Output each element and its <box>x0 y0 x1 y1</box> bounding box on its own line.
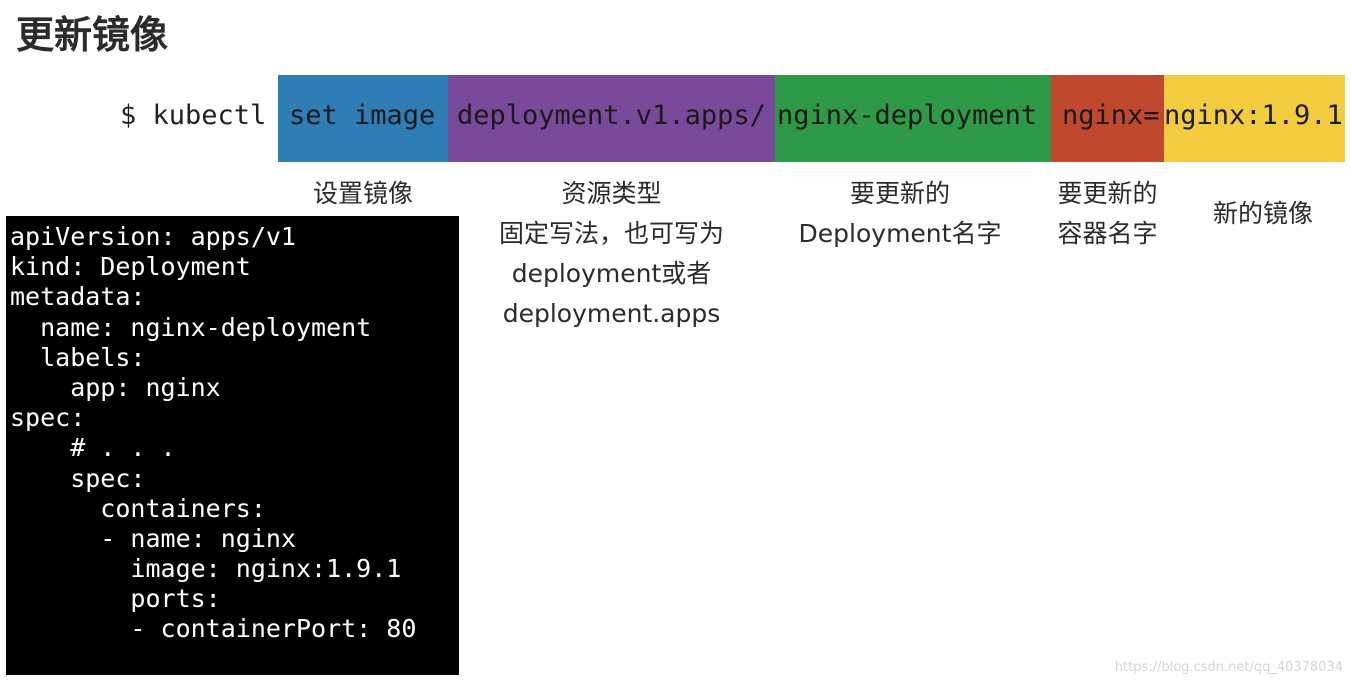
segment-new-image-text: nginx:1.9.1 <box>1164 100 1343 131</box>
label-new-image: 新的镜像 <box>1212 199 1313 228</box>
segment-resource-type-text: deployment.v1.apps/ <box>457 100 766 131</box>
segment-set-image-text: set image <box>289 100 436 131</box>
yaml-line: image: nginx:1.9.1 <box>10 554 402 584</box>
yaml-line: ports: <box>10 584 221 614</box>
yaml-line: kind: Deployment <box>10 252 251 282</box>
watermark: https://blog.csdn.net/qq_40378034 <box>1114 660 1343 675</box>
yaml-line: metadata: <box>10 282 146 312</box>
yaml-line: containers: <box>10 493 266 523</box>
yaml-line: app: nginx <box>10 372 221 402</box>
yaml-line: apiVersion: apps/v1 <box>10 222 296 251</box>
command-prefix: $ kubectl <box>120 100 267 131</box>
segment-resource-type: deployment.v1.apps/ <box>448 75 775 162</box>
yaml-line: - name: nginx <box>10 523 296 553</box>
segment-set-image: set image <box>278 75 448 162</box>
yaml-line: labels: <box>10 342 146 372</box>
segment-deployment-name: nginx-deployment <box>775 75 1051 162</box>
yaml-line: spec: <box>10 463 146 493</box>
segment-container-name: nginx= <box>1051 75 1164 162</box>
yaml-line: - containerPort: 80 <box>10 614 417 644</box>
yaml-line: name: nginx-deployment <box>10 312 372 342</box>
yaml-line: # . . . <box>10 433 176 463</box>
yaml-line: spec: <box>10 403 86 433</box>
page-title: 更新镜像 <box>16 13 169 57</box>
segment-new-image: nginx:1.9.1 <box>1164 75 1345 162</box>
label-deployment-name: 要更新的 Deployment名字 <box>798 179 1002 248</box>
segment-deployment-name-text: nginx-deployment <box>777 100 1038 131</box>
segment-container-name-text: nginx= <box>1062 100 1160 131</box>
label-set-image: 设置镜像 <box>312 179 413 208</box>
label-resource-type: 资源类型 固定写法，也可写为 deployment或者 deployment.a… <box>498 179 724 328</box>
label-container-name: 要更新的 容器名字 <box>1057 179 1158 248</box>
